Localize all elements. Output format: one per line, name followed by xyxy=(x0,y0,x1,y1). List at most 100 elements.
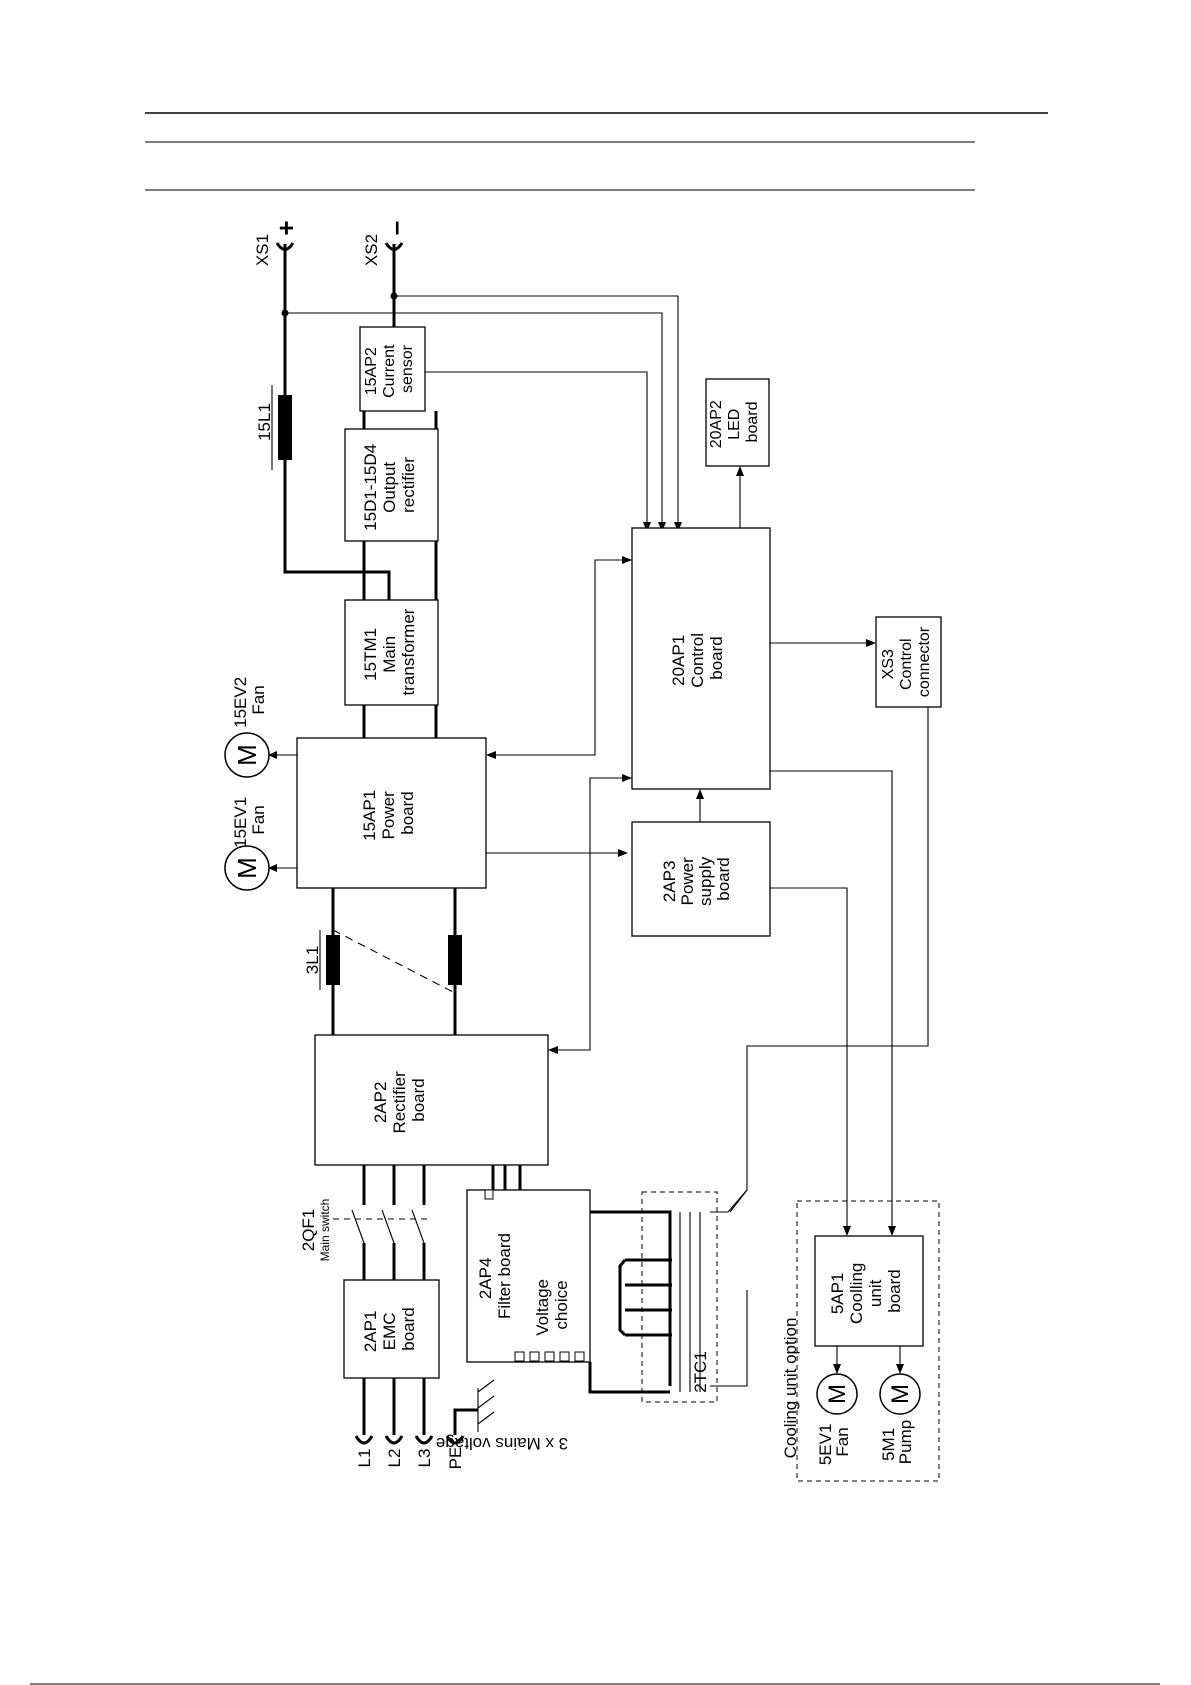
choke-3l1-label: 3L1 xyxy=(303,946,322,974)
led-line-1: 20AP2 xyxy=(708,400,725,448)
rect-line-1: 2AP2 xyxy=(371,1082,390,1124)
orect-line-1: 15D1-15D4 xyxy=(361,444,380,531)
xs3-line-1: XS3 xyxy=(880,649,897,679)
emc-line-1: 2AP1 xyxy=(361,1311,380,1353)
cur-line-2: Current xyxy=(381,344,398,398)
pow-line-1: 15AP1 xyxy=(360,790,379,841)
mains-connectors xyxy=(354,1435,465,1445)
box-rectifier-board: 2AP2 Rectifier board xyxy=(314,1034,549,1166)
filter-line-1: 2AP4 xyxy=(476,1258,495,1300)
ctrl-line-2: Control xyxy=(688,633,707,688)
minus-sign: – xyxy=(380,221,410,235)
motor-15ev1: M xyxy=(224,845,270,891)
psu-line-2: Power xyxy=(678,857,697,906)
switch-main-label: Main switch xyxy=(318,1199,332,1262)
svg-text:20AP1 Control boar: 20AP1 Control board xyxy=(669,628,726,688)
mains-voltage-label: 3 x Mains voltage xyxy=(436,1434,568,1453)
box-main-transformer: 15TM1 Main transformer xyxy=(344,599,439,706)
led-line-3: board xyxy=(744,402,761,443)
switch-2qf1-label: 2QF1 xyxy=(299,1209,318,1252)
transformer-2tc1-label: 2TC1 xyxy=(691,1351,710,1393)
motor-15ev1-label: M xyxy=(232,857,262,879)
psu-line-3: supply xyxy=(696,856,715,906)
junction-dot xyxy=(390,292,398,300)
output-xs1-label: XS1 xyxy=(253,234,272,266)
filter-line-2: Filter board xyxy=(495,1233,514,1319)
filter-terminal xyxy=(484,1189,494,1200)
cool-line-4: board xyxy=(885,1269,904,1312)
choke-3l1-a xyxy=(326,935,340,985)
cool-line-2: Coolling xyxy=(847,1263,866,1324)
cur-line-1: 15AP2 xyxy=(363,347,380,395)
box-power-board: 15AP1 Power board xyxy=(296,737,487,889)
choke-15l1 xyxy=(278,395,292,460)
box-xs3-connector: XS3 Control connector xyxy=(875,616,942,708)
cooling-pump-label: 5M1 Pump xyxy=(879,1420,915,1464)
svg-text:2AP2 Rectifier boa: 2AP2 Rectifier board xyxy=(371,1066,428,1133)
cooling-pump-line-1: 5M1 xyxy=(879,1428,898,1461)
svg-text:15AP1 Power board: 15AP1 Power board xyxy=(360,785,417,841)
svg-text:2AP3 Power supply: 2AP3 Power supply board xyxy=(660,852,733,906)
trf-line-3: transformer xyxy=(399,608,418,695)
arrowheads xyxy=(268,466,904,1374)
svg-text:20AP2 LED board: 20AP2 LED board xyxy=(708,396,761,449)
emc-line-3: board xyxy=(399,1307,418,1350)
svg-text:2AP1 EMC board: 2AP1 EMC board xyxy=(361,1306,418,1352)
pow-line-2: Power xyxy=(379,791,398,840)
pow-line-3: board xyxy=(398,791,417,834)
orect-line-2: Output xyxy=(380,462,399,513)
cooling-pump-line-2: Pump xyxy=(896,1420,915,1464)
terminal-pe-label: PE xyxy=(446,1447,465,1470)
fan-15ev1-label: 15EV1 Fan xyxy=(231,792,268,848)
terminal-l1-label: L1 xyxy=(355,1449,374,1468)
fan-15ev2-line-2: Fan xyxy=(249,685,268,714)
trf-line-1: 15TM1 xyxy=(361,628,380,681)
psu-line-1: 2AP3 xyxy=(660,861,679,903)
box-led-board: 20AP2 LED board xyxy=(705,378,770,467)
box-output-rectifier: 15D1-15D4 Output rectifier xyxy=(344,428,439,542)
tc-enclosure xyxy=(641,1191,718,1403)
cooling-option-frame xyxy=(796,1200,940,1482)
svg-text:15AP2 Current sens: 15AP2 Current sensor xyxy=(363,340,416,398)
voltage-line-1: Voltage xyxy=(533,1279,552,1336)
svg-text:5AP1 Coolling unit: 5AP1 Coolling unit board xyxy=(828,1258,904,1324)
fan-15ev1-line-1: 15EV1 xyxy=(231,797,250,848)
xs2-connector-shape xyxy=(384,242,404,251)
xs3-line-3: connector xyxy=(916,626,933,697)
choke-3l1-b xyxy=(448,935,462,985)
svg-text:15D1-15D4 Output r: 15D1-15D4 Output rectifier xyxy=(361,439,418,531)
cooling-fan-label: 5EV1 Fan xyxy=(816,1419,852,1465)
motor-5ev1-label: M xyxy=(824,1384,851,1404)
cur-line-3: sensor xyxy=(399,344,416,393)
xs1-connector-shape xyxy=(275,242,295,251)
junction-dot xyxy=(281,309,289,317)
motor-15ev2: M xyxy=(224,732,270,778)
cool-line-3: unit xyxy=(866,1279,885,1307)
fan-15ev2-line-1: 15EV2 xyxy=(231,677,250,728)
motor-5m1: M xyxy=(879,1373,921,1415)
motor-15ev2-label: M xyxy=(232,744,262,766)
xs3-line-2: Control xyxy=(898,638,915,690)
cooling-fan-line-2: Fan xyxy=(833,1427,852,1456)
psu-line-4: board xyxy=(714,857,733,900)
svg-text:Voltage choice: Voltage choice xyxy=(533,1274,571,1335)
cooling-fan-line-1: 5EV1 xyxy=(816,1424,835,1466)
box-control-board: 20AP1 Control board xyxy=(631,527,771,790)
terminal-l2-label: L2 xyxy=(385,1449,404,1468)
box-filter-board: 2AP4 Filter board Voltage choice xyxy=(466,1189,591,1363)
fan-15ev1-line-2: Fan xyxy=(249,805,268,834)
cool-line-1: 5AP1 xyxy=(828,1273,847,1315)
motor-5m1-label: M xyxy=(887,1384,914,1404)
choke-15l1-label: 15L1 xyxy=(255,403,274,441)
svg-text:2AP4 Filter board: 2AP4 Filter board xyxy=(476,1233,514,1319)
box-current-sensor: 15AP2 Current sensor xyxy=(359,326,426,412)
plus-sign: + xyxy=(271,220,301,235)
motor-5ev1: M xyxy=(816,1373,858,1415)
box-emc-board: 2AP1 EMC board xyxy=(343,1279,440,1379)
ctrl-line-1: 20AP1 xyxy=(669,635,688,686)
emc-line-2: EMC xyxy=(380,1312,399,1350)
svg-text:XS3 Control connec: XS3 Control connector xyxy=(880,626,933,697)
cooling-option-label: Cooling unit option xyxy=(781,1318,800,1459)
ctrl-line-3: board xyxy=(707,636,726,679)
